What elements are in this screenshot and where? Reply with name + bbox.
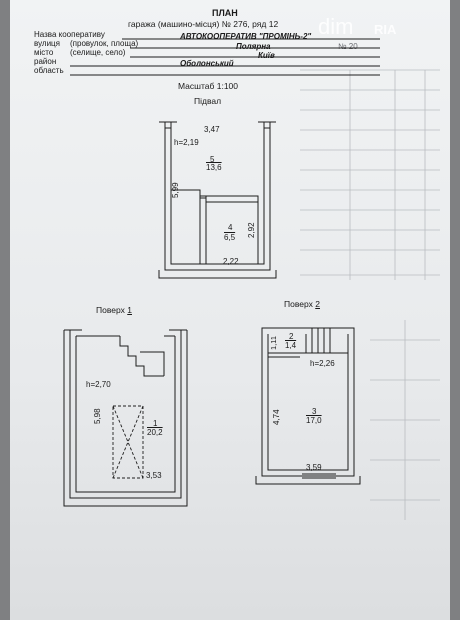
floor1-height: h=2,70	[86, 380, 111, 389]
plan-subtitle: гаража (машино-місця) № 276, ряд 12	[128, 20, 278, 29]
floor2-dim-left-top: 1,11	[269, 335, 278, 350]
floor2-height: h=2,26	[310, 359, 335, 368]
document-sheet	[10, 0, 450, 620]
floor2-dim-bottom: 3,59	[306, 463, 322, 472]
basement-dim-left: 5,99	[171, 182, 180, 198]
floor2-title: Поверх 2	[284, 300, 320, 309]
floor2-room3-number: 3	[312, 407, 317, 416]
field-value-street: Полярна	[236, 42, 271, 51]
field-value-district: Оболонський	[180, 59, 234, 68]
watermark-dim: dim	[318, 14, 354, 39]
plan-title: ПЛАН	[212, 8, 238, 18]
floor2-room2-area: 1,4	[285, 341, 297, 350]
field-label-region: область	[34, 66, 64, 75]
basement-dim-bottom: 2,22	[223, 257, 239, 266]
field-label-coop: Назва кооперативу	[34, 30, 105, 39]
floor1-dim-left: 5,98	[93, 408, 102, 424]
field-value-coop: АВТОКООПЕРАТИВ "ПРОМІНЬ-2"	[180, 32, 312, 41]
floor1-plan	[63, 329, 188, 507]
floor1-dim-bottom: 3,53	[146, 471, 162, 480]
subtitle-prefix: гаража (машино-місця) №	[128, 19, 231, 29]
floor1-room-area: 20,2	[147, 428, 163, 437]
floor2-title-number: 2	[315, 299, 320, 309]
basement-dim-right: 2,92	[247, 222, 256, 238]
paper-shading	[10, 0, 450, 620]
garage-number: 276	[233, 19, 248, 29]
floor1-title: Поверх 1	[96, 306, 132, 315]
field-value-city: Київ	[258, 51, 275, 60]
field-label-street: вулиця	[34, 39, 60, 48]
basement-room5-number: 5	[210, 155, 215, 164]
basement-room4-area: 6,5	[224, 233, 236, 242]
basement-dim-top: 3,47	[204, 125, 220, 134]
floor2-room2-number: 2	[289, 332, 294, 341]
dim-ria-watermark-logo: dim RIA	[318, 14, 410, 40]
scale-label: Масштаб 1:100	[178, 81, 238, 91]
basement-room4-number: 4	[228, 223, 233, 232]
field-sub-city: (селище, село)	[70, 48, 126, 57]
watermark-ria: RIA	[374, 22, 397, 37]
floor1-room-number: 1	[153, 419, 158, 428]
field-label-city: місто	[34, 48, 54, 57]
stamp-number: № 20	[338, 42, 358, 51]
basement-title: Підвал	[194, 96, 222, 106]
floor2-room3-area: 17,0	[306, 416, 322, 425]
floor2-title-prefix: Поверх	[284, 299, 313, 309]
basement-room5-area: 13,6	[206, 163, 222, 172]
floor1-title-prefix: Поверх	[96, 305, 125, 315]
field-sub-street: (провулок, площа)	[70, 39, 139, 48]
field-label-district: район	[34, 57, 57, 66]
basement-height: h=2,19	[174, 138, 199, 147]
row-number: 12	[268, 19, 279, 29]
floor2-dim-left: 4,74	[272, 409, 281, 425]
floor1-title-number: 1	[127, 305, 132, 315]
floor2-plan	[255, 327, 361, 485]
row-prefix: , ряд	[247, 19, 267, 29]
basement-plan	[158, 121, 277, 279]
